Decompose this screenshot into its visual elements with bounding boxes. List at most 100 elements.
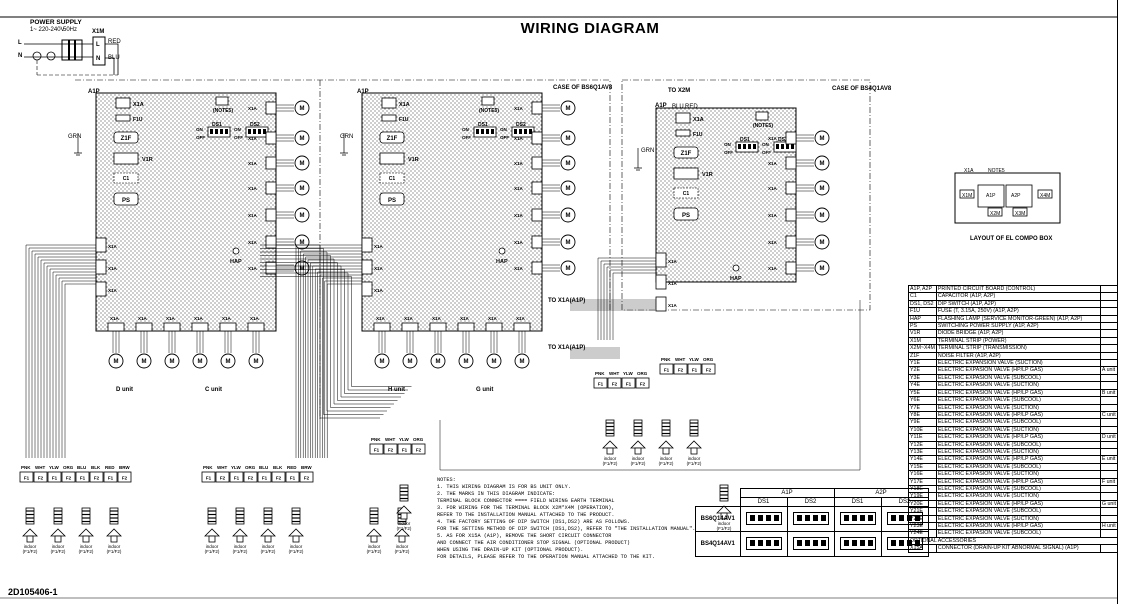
legend-code: Z1F	[908, 351, 937, 361]
layout-x4m	[1037, 189, 1053, 199]
unit-house-icon	[630, 440, 646, 449]
valve-wire	[796, 159, 814, 167]
f1f2-label: (F1/F2)	[261, 549, 276, 554]
wire-color-label: WHT	[675, 357, 685, 362]
legend-unit	[1099, 403, 1119, 412]
motor-valve-icon	[814, 155, 830, 171]
legend-unit	[1099, 492, 1119, 501]
valve-connector-label: X1A	[248, 161, 258, 166]
f1f2-label: (F1/F2)	[367, 549, 382, 554]
left-connector	[361, 281, 373, 297]
legend-unit	[1099, 381, 1119, 390]
fuse-f1u	[675, 129, 691, 137]
diode-bridge-v1r	[113, 152, 139, 165]
legend-unit	[1099, 544, 1119, 553]
f1f2-label: (F1/F2)	[51, 549, 66, 554]
terminal-cell	[117, 471, 132, 483]
terminal-id-label: F1	[80, 476, 86, 481]
f1f2-label: (F1/F2)	[107, 549, 122, 554]
terminal-id-label: F2	[220, 476, 226, 481]
legend-code: Y21E	[908, 507, 937, 516]
signal-wire	[52, 271, 96, 458]
motor-valve-icon	[294, 180, 310, 196]
legend-code: C1	[908, 292, 937, 301]
power-terminal-block	[92, 36, 106, 66]
legend-description: CONNECTOR (DRAIN-UP KIT ABNORMAL SIGNAL)…	[935, 544, 1101, 553]
earth-icon	[32, 51, 42, 61]
legend-code: PS	[908, 322, 937, 331]
unit-h-label: H unit	[388, 387, 405, 393]
power-red-label: RED	[108, 39, 121, 45]
valve-connector-label: X1A	[768, 161, 778, 166]
legend-unit	[1099, 529, 1119, 538]
legend-unit: A unit	[1099, 366, 1119, 375]
signal-wire	[298, 247, 362, 458]
legend-description: ELECTRIC EXPASION VALVE (HP/LP GAS)	[935, 433, 1101, 442]
hap-lamp-icon	[732, 264, 740, 272]
earth-icon	[340, 133, 348, 156]
left-connector-label: X1A	[668, 259, 678, 264]
signal-wire	[597, 257, 656, 340]
signal-wire	[606, 266, 656, 340]
legend-unit	[1099, 396, 1119, 405]
motor-label: M	[300, 136, 305, 142]
legend-code: Y13E	[908, 447, 937, 457]
legend-unit	[1099, 425, 1119, 435]
indoor-filter	[53, 507, 63, 525]
legend-description: ELECTRIC EXPASION VALVE (SUBCOOL)	[935, 484, 1101, 494]
signal-wire	[58, 277, 96, 458]
dip-lever	[743, 144, 746, 149]
note-line: 3. FOR WIRING FOR THE TERMINAL BLOCK X2M…	[437, 505, 615, 511]
terminal-id-label: F1	[290, 476, 296, 481]
layout-a1p-label: A1P	[986, 193, 996, 199]
switching-power-ps	[673, 207, 699, 221]
legend-code: Y10E	[908, 425, 937, 435]
valve-wire	[542, 264, 560, 272]
bottom-connector	[373, 322, 391, 332]
motor-label: M	[566, 240, 571, 246]
signal-wire	[322, 277, 362, 458]
dip-lever	[258, 129, 261, 134]
unit-house-icon	[398, 535, 406, 543]
wire-color-label: PNK	[661, 357, 671, 362]
legend-code: OPTIONAL ACCESSORIES	[908, 536, 1118, 546]
signal-wire	[300, 250, 362, 458]
motor-valve-icon	[294, 100, 310, 116]
dip-lever	[738, 144, 741, 149]
valve-wire	[224, 331, 232, 353]
signal-wire	[25, 244, 96, 458]
signal-wire	[260, 248, 384, 415]
motor-label: M	[566, 136, 571, 142]
motor-valve-icon	[514, 353, 530, 369]
unit-house-icon	[106, 528, 122, 537]
legend-unit	[1099, 447, 1119, 457]
dip-switch	[839, 511, 876, 525]
bottom-connector	[485, 322, 503, 332]
dip-name-label: DS1	[740, 137, 750, 143]
c1-label: C1	[123, 176, 130, 182]
layout-a1p	[977, 184, 1005, 208]
layout-a2p-label: A2P	[1011, 193, 1021, 199]
unit-g-label: G unit	[476, 387, 494, 393]
to-x1a-label-2: TO X1A(A1P)	[548, 345, 586, 351]
legend-row: OPTIONAL ACCESSORIES	[908, 536, 1118, 546]
legend-unit: G unit	[1099, 499, 1119, 509]
wire-color-label: PNK	[21, 465, 31, 470]
valve-connector	[785, 181, 797, 195]
signal-wire	[260, 272, 408, 391]
layout-x3m	[1012, 207, 1028, 217]
z1f-label: Z1F	[121, 136, 132, 142]
z1f-label: Z1F	[681, 151, 692, 157]
valve-wire	[252, 331, 260, 353]
indoor-label: indoor	[234, 544, 247, 549]
legend-unit: F unit	[1099, 477, 1119, 486]
valve-wire	[490, 331, 498, 353]
terminal-cell	[369, 443, 384, 455]
